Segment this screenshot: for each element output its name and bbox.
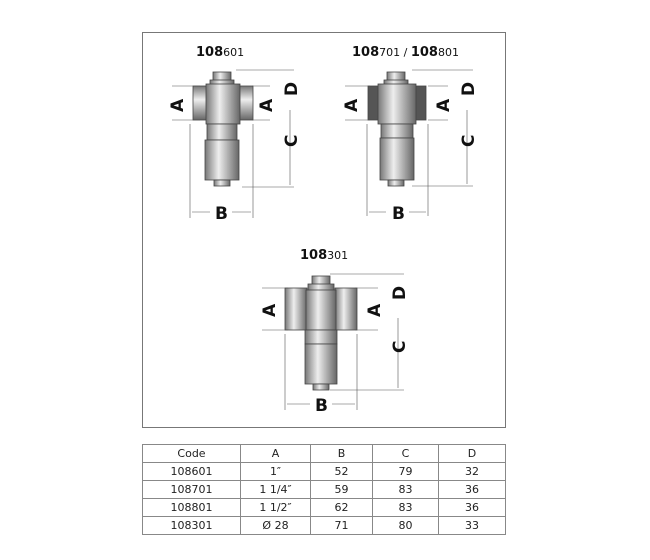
dim-c: C: [282, 135, 302, 147]
dim-a: A: [434, 98, 454, 112]
valve-drawings: A A D C B A A D C B A A D C B: [168, 69, 479, 416]
dim-b: B: [392, 204, 405, 224]
dimension-lines: [172, 69, 473, 410]
cell: 36: [438, 498, 506, 517]
dim-a: A: [168, 98, 188, 112]
cell: 62: [310, 498, 373, 517]
table-header-row: Code A B C D: [142, 444, 506, 463]
header-code: Code: [142, 444, 241, 463]
cell: 108801: [142, 498, 241, 517]
header-c: C: [372, 444, 439, 463]
cell: 71: [310, 516, 373, 535]
dim-a: A: [365, 303, 385, 317]
diagram-frame: [142, 32, 506, 428]
valve-108601: [192, 71, 254, 187]
cell: 108601: [142, 462, 241, 481]
cell: 83: [372, 480, 439, 499]
cell: 1″: [240, 462, 311, 481]
cell: 59: [310, 480, 373, 499]
dim-a: A: [257, 98, 277, 112]
dim-d: D: [390, 286, 410, 300]
cell: 36: [438, 480, 506, 499]
dim-a: A: [260, 303, 280, 317]
header-a: A: [240, 444, 311, 463]
diagram-title-108601: 108601: [196, 45, 245, 60]
cell: 108701: [142, 480, 241, 499]
header-d: D: [438, 444, 506, 463]
dim-c: C: [390, 341, 410, 353]
cell: 80: [372, 516, 439, 535]
cell: 83: [372, 498, 439, 517]
dim-d: D: [282, 82, 302, 96]
cell: 33: [438, 516, 506, 535]
header-b: B: [310, 444, 373, 463]
dim-c: C: [459, 135, 479, 147]
cell: 32: [438, 462, 506, 481]
cell: 108301: [142, 516, 241, 535]
diagram-title-108701-108801: 108701 / 108801: [352, 45, 459, 60]
cell: 1 1/4″: [240, 480, 311, 499]
cell: 52: [310, 462, 373, 481]
diagram-title-108301: 108301: [300, 248, 349, 263]
valve-108301: [284, 275, 358, 391]
cell: 1 1/2″: [240, 498, 311, 517]
dim-d: D: [459, 82, 479, 96]
dimension-letters: A A D C B A A D C B A A D C B: [168, 82, 479, 416]
dim-b: B: [315, 396, 328, 416]
dim-b: B: [215, 204, 228, 224]
dim-a: A: [342, 98, 362, 112]
valve-108701-108801: [367, 71, 427, 187]
cell: Ø 28: [240, 516, 311, 535]
cell: 79: [372, 462, 439, 481]
